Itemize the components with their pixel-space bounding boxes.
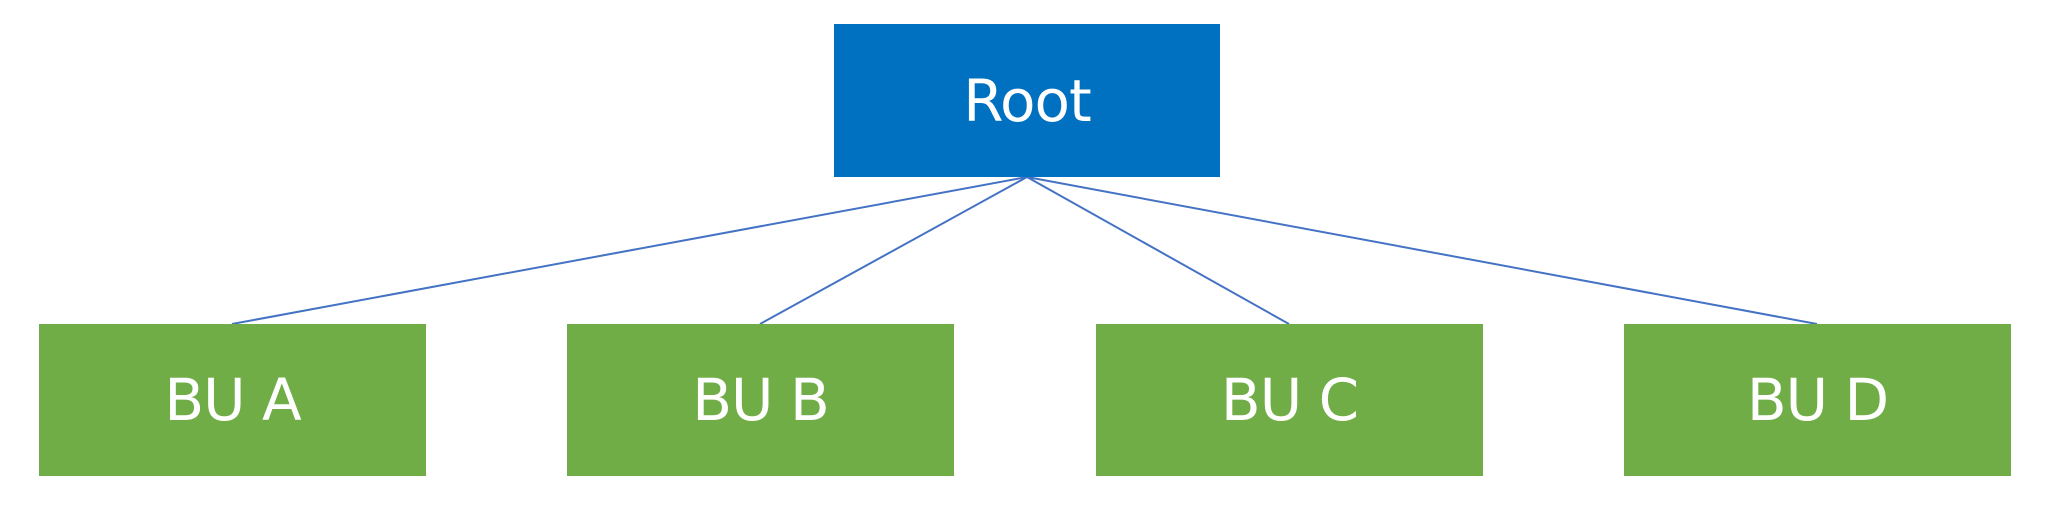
bu-b-node-label: BU B <box>692 366 829 434</box>
connector-root-to-bu-a <box>231 176 1028 325</box>
root-node: Root <box>834 24 1220 177</box>
bu-a-node-label: BU A <box>164 366 301 434</box>
bu-c-node-label: BU C <box>1220 366 1359 434</box>
connector-root-to-bu-d <box>1026 176 1818 325</box>
bu-c-node: BU C <box>1096 324 1483 476</box>
bu-d-node: BU D <box>1624 324 2011 476</box>
connector-root-to-bu-c <box>1026 176 1290 325</box>
bu-b-node: BU B <box>567 324 954 476</box>
connector-root-to-bu-b <box>759 176 1028 325</box>
bu-d-node-label: BU D <box>1746 366 1889 434</box>
bu-a-node: BU A <box>39 324 426 476</box>
root-node-label: Root <box>963 66 1091 135</box>
